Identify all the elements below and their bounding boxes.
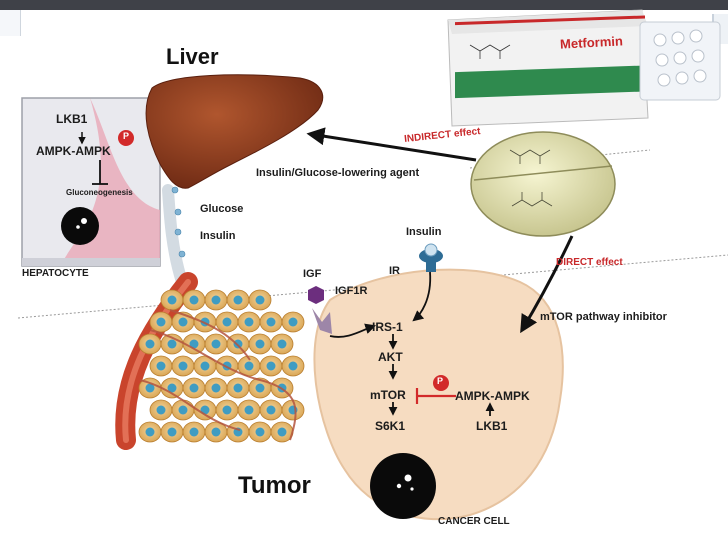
tumor-cell-nucleus <box>145 339 155 349</box>
cell-ampk-label: AMPK-AMPK <box>455 389 530 403</box>
metformin-box <box>447 9 649 127</box>
tumor-cell-nucleus <box>211 427 221 437</box>
direct-effect-label: DIRECT effect <box>556 257 623 268</box>
cell-igf-label: IGF <box>303 268 322 280</box>
tumor-cell-nucleus <box>145 383 155 393</box>
tumor-cell-nucleus <box>288 361 298 371</box>
pathway-arrows <box>388 334 495 416</box>
tumor-cell-nucleus <box>178 405 188 415</box>
glucose-label: Glucose <box>200 203 244 215</box>
top-bar <box>0 0 728 10</box>
cell-irs1-label: IRS-1 <box>372 320 403 334</box>
tumor-cell-nucleus <box>244 317 254 327</box>
lowering-agent-label: Insulin/Glucose-lowering agent <box>256 167 420 179</box>
slide-notch <box>0 10 21 36</box>
tumor-cell-nucleus <box>255 339 265 349</box>
tumor-cell-nucleus <box>200 361 210 371</box>
insulin-flow-label: Insulin <box>200 230 236 242</box>
tumor-cell-nucleus <box>233 295 243 305</box>
tumor-cell-nucleus <box>167 427 177 437</box>
cell-s6k1-label: S6K1 <box>375 419 406 433</box>
cell-lkb1-label: LKB1 <box>476 419 508 433</box>
tumor-cell-nucleus <box>277 427 287 437</box>
hep-gluconeogenesis: Gluconeogenesis <box>66 188 133 197</box>
tumor-mass <box>138 289 305 443</box>
indirect-effect-arrow <box>306 127 477 162</box>
tumor-cell-nucleus <box>189 383 199 393</box>
igf1r-receptor <box>308 286 377 338</box>
cancer-cell <box>313 268 564 521</box>
hep-phospho-badge <box>118 130 134 146</box>
metformin-tablet <box>470 131 616 237</box>
tumor-cell-nucleus <box>266 405 276 415</box>
hep-inhibit-line <box>92 160 108 185</box>
hep-phospho-label: P <box>123 131 130 141</box>
tumor-cell-nucleus <box>244 405 254 415</box>
tumor-cell-nucleus <box>266 317 276 327</box>
insulin-receptor <box>412 243 443 322</box>
tumor-cell-nucleus <box>255 383 265 393</box>
cell-ir-label: IR <box>389 265 400 277</box>
liver-organ <box>145 74 323 189</box>
cancer-nucleus <box>370 453 436 519</box>
hep-ampk: AMPK-AMPK <box>36 144 111 158</box>
liver-title: Liver <box>166 44 219 69</box>
tumor-cell-nucleus <box>167 383 177 393</box>
tumor-cell-nucleus <box>244 361 254 371</box>
glucose-vessel <box>162 184 188 288</box>
tumor-vessels <box>139 309 297 441</box>
tumor-cell-nucleus <box>288 317 298 327</box>
hepatocyte-cell <box>21 97 161 267</box>
tumor-cell-nucleus <box>156 405 166 415</box>
cell-phospho-label: P <box>437 376 444 386</box>
blister-pack <box>639 21 721 101</box>
tumor-cell-nucleus <box>178 361 188 371</box>
tumor-cell-nucleus <box>222 405 232 415</box>
tumor-cell-nucleus <box>189 339 199 349</box>
tumor-cell-nucleus <box>277 339 287 349</box>
tumor-cell-nucleus <box>255 427 265 437</box>
tumor-cell-nucleus <box>266 361 276 371</box>
direct-effect-arrow <box>520 235 574 334</box>
tumor-cell-nucleus <box>189 295 199 305</box>
tumor-cell-nucleus <box>156 317 166 327</box>
tumor-cell-nucleus <box>167 295 177 305</box>
hep-caption: HEPATOCYTE <box>22 268 89 279</box>
cancer-cell-caption: CANCER CELL <box>438 516 510 527</box>
cell-igf1r-label: IGF1R <box>335 285 368 297</box>
tumor-cell-nucleus <box>145 427 155 437</box>
cell-insulin-label: Insulin <box>406 226 442 238</box>
tumor-cell-nucleus <box>211 383 221 393</box>
tumor-cell-nucleus <box>233 383 243 393</box>
hep-lkb1: LKB1 <box>56 112 88 126</box>
tumor-cell-nucleus <box>156 361 166 371</box>
cell-phospho-badge <box>433 375 449 391</box>
tumor-cell-nucleus <box>255 295 265 305</box>
mtor-inhibitor-label: mTOR pathway inhibitor <box>540 311 667 323</box>
tumor-cell-nucleus <box>189 427 199 437</box>
tumor-cell-nucleus <box>222 317 232 327</box>
tumor-title: Tumor <box>238 472 311 499</box>
mtor-inhibit-line <box>415 388 456 404</box>
tumor-cell-nucleus <box>211 295 221 305</box>
tumor-cell-nucleus <box>178 317 188 327</box>
cell-akt-label: AKT <box>378 350 403 364</box>
tumor-cell-nucleus <box>211 339 221 349</box>
tumor-cell-nucleus <box>167 339 177 349</box>
glucose-dots <box>171 186 186 258</box>
cell-mtor-label: mTOR <box>370 388 406 402</box>
